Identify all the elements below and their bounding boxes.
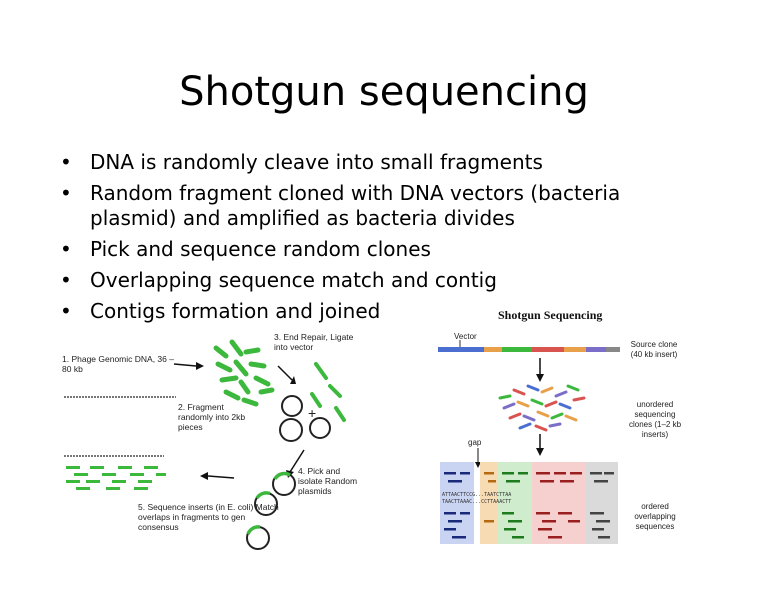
insert-fragments [310, 362, 346, 422]
step-1-label: 1. Phage Genomic DNA, 36 – 80 kb [62, 354, 174, 374]
aligned-reads [66, 466, 166, 490]
bullet-text: Random fragment cloned with DNA vectors … [90, 181, 621, 230]
insert-segment [564, 347, 586, 352]
insert-segment [586, 347, 606, 352]
vector-label: Vector [454, 332, 477, 341]
arrow-1 [173, 363, 197, 367]
random-fragments [213, 339, 275, 407]
unordered-clones-label: unordered sequencing clones (1–2 kb inse… [628, 400, 682, 439]
gap-pointer-head [475, 462, 481, 468]
vector-circle [281, 395, 303, 417]
plasmid-insert [273, 471, 291, 481]
bullet-text: DNA is randomly cleave into small fragme… [90, 150, 543, 174]
arrow-4 [207, 475, 235, 479]
plasmid-insert [255, 491, 271, 500]
workflow-diagram [64, 339, 346, 550]
bullet-dot-icon: • [60, 268, 72, 292]
source-clone-label: Source clone (40 kb insert) [630, 340, 678, 359]
bullet-dot-icon: • [60, 181, 72, 205]
step-4-label: 4. Pick and isolate Random plasmids [298, 466, 358, 496]
arrow-1-head [196, 362, 204, 370]
arrow-down-2-head [536, 448, 544, 456]
bullet-item: • DNA is randomly cleave into small fragm… [58, 150, 698, 175]
bullet-text: Overlapping sequence match and contig [90, 268, 497, 292]
bullet-list: • DNA is randomly cleave into small fragm… [58, 150, 698, 330]
unordered-clones [498, 384, 586, 432]
bullet-item: • Overlapping sequence match and contig [58, 268, 698, 293]
plus-sign: + [308, 405, 317, 421]
arrow-4-head [200, 472, 208, 480]
step-5-label: 5. Sequence inserts (in E. coli) Match o… [138, 502, 279, 532]
insert-segment [502, 347, 532, 352]
arrow-down-1-head [536, 374, 544, 382]
shotgun-diagram [438, 340, 620, 544]
vector-circle [279, 418, 303, 442]
sequence-line: TAACTTAAAC...CCTTAAACTT [442, 499, 512, 505]
vector-segment [438, 347, 484, 352]
ordered-sequences-label: ordered overlapping sequences [634, 502, 676, 531]
bullet-item: • Pick and sequence random clones [58, 237, 698, 262]
gap-label: gap [468, 438, 482, 447]
insert-segment [606, 347, 620, 352]
cloning-workflow-figure: 1. Phage Genomic DNA, 36 – 80 kb 2. Frag… [46, 326, 364, 566]
arrow-2-head [290, 376, 296, 384]
arrow-3 [289, 449, 305, 473]
insert-segment [532, 347, 564, 352]
bullet-item: • Contigs formation and joined [58, 299, 698, 324]
bullet-dot-icon: • [60, 150, 72, 174]
sequence-line: ATTAACTTCCG...TAATCTTAA [442, 492, 512, 498]
bullet-dot-icon: • [60, 237, 72, 261]
insert-segment [484, 347, 502, 352]
step-2-label: 2. Fragment randomly into 2kb pieces [178, 402, 246, 432]
step-3-label: 3. End Repair, Ligate into vector [274, 332, 354, 352]
arrow-2 [277, 365, 293, 381]
bullet-dot-icon: • [60, 299, 72, 323]
bullet-item: • Random fragment cloned with DNA vectors… [58, 181, 698, 231]
vector-circle [309, 417, 331, 439]
bullet-text: Pick and sequence random clones [90, 237, 431, 261]
figure-title: Shotgun Sequencing [498, 308, 603, 322]
bullet-text: Contigs formation and joined [90, 299, 381, 323]
slide-title: Shotgun sequencing [179, 69, 589, 115]
plasmid-insert [246, 525, 261, 535]
shotgun-sequencing-figure: Shotgun Sequencing [428, 306, 688, 550]
ordered-reads [444, 472, 614, 539]
